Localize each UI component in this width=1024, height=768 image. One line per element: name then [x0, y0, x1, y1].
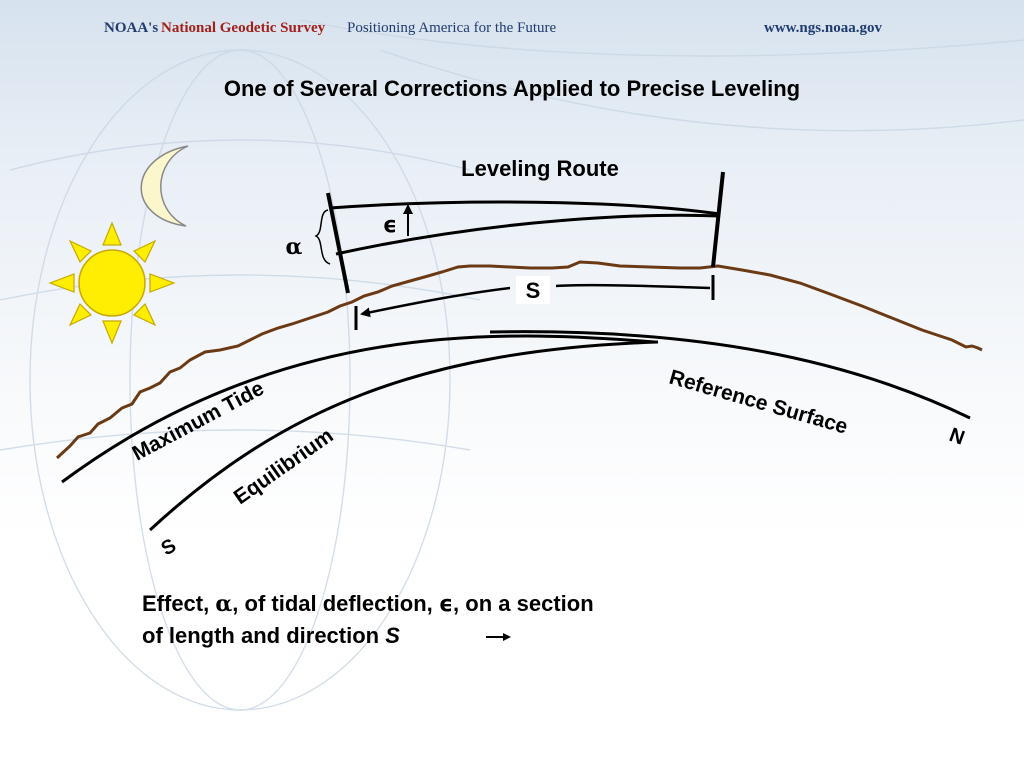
caption-mid: , of tidal deflection, — [232, 591, 439, 616]
equilibrium-curve — [148, 340, 659, 532]
caption-alpha: α — [215, 591, 233, 617]
slide-title: One of Several Corrections Applied to Pr… — [223, 76, 801, 101]
caption-s-italic: S — [385, 623, 400, 648]
ground-surface — [55, 260, 983, 460]
caption-epsilon: ϵ — [438, 592, 454, 617]
s-label-bg — [516, 276, 550, 304]
reference-surface-label: Reference Surface — [667, 366, 851, 439]
reference-surface-curve-right — [489, 330, 971, 420]
caption-end-line1: , on a section — [453, 591, 594, 616]
reference-surface-curve — [61, 334, 656, 484]
alpha-label: α — [286, 234, 303, 260]
s-distance-arrow — [362, 283, 711, 314]
caption-line2: of length and direction — [142, 623, 386, 648]
south-end-label: S — [158, 535, 181, 561]
sun-icon — [48, 221, 176, 345]
upper-line — [329, 200, 721, 216]
header-tagline: Positioning America for the Future — [347, 20, 557, 36]
alpha-brace — [314, 209, 331, 265]
header-url[interactable]: www.ngs.noaa.gov — [764, 20, 882, 36]
header-ngs-name: National Geodetic Survey — [161, 20, 326, 36]
right-staff — [711, 171, 725, 268]
caption: Effect, α, of tidal deflection, ϵ, on a … — [142, 588, 702, 651]
north-end-label: N — [946, 424, 967, 450]
s-distance-label: S — [526, 278, 541, 303]
left-staff — [326, 192, 350, 294]
caption-effect: Effect, — [142, 591, 216, 616]
caption-direction-arrow — [486, 633, 512, 642]
equilibrium-label: Equilibrium — [230, 424, 338, 509]
epsilon-label: ϵ — [383, 213, 397, 238]
moon-icon — [140, 145, 189, 227]
lower-line — [335, 213, 721, 256]
header-noaa: NOAA's — [104, 20, 159, 36]
leveling-route-label: Leveling Route — [461, 156, 619, 181]
